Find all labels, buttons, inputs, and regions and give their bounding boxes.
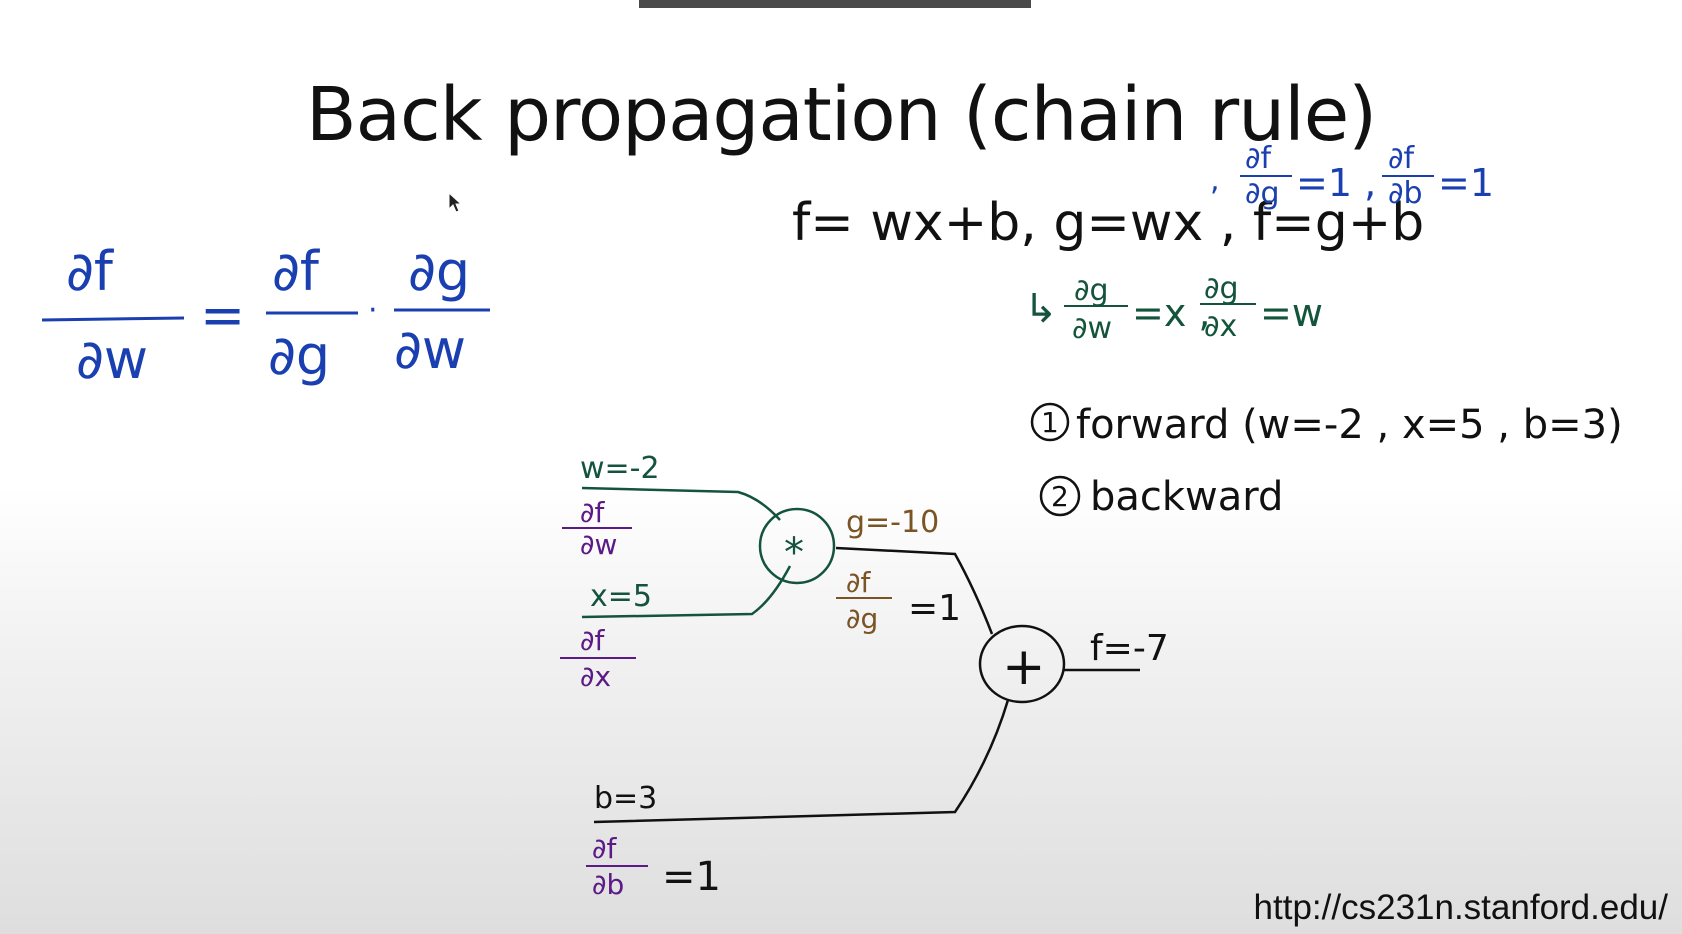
partials-top: , ∂f ∂g =1 , ∂f ∂b =1 <box>1210 141 1494 211</box>
footer-url: http://cs231n.stanford.edu/ <box>1253 888 1668 927</box>
dfdb-den: ∂b <box>592 868 624 901</box>
computation-graph: * + w=-2 x=5 b=3 g=-10 f=-7 ∂f ∂w ∂f ∂x … <box>560 451 1169 901</box>
svg-text:,: , <box>1210 163 1220 198</box>
dfdx-num: ∂f <box>580 624 605 657</box>
multiply-node <box>758 507 836 585</box>
partial-f-b-num: ∂f <box>1388 141 1416 176</box>
partial-g-x-val: =w <box>1260 291 1323 335</box>
dfdb-val: =1 <box>662 854 721 900</box>
svg-text:↳: ↳ <box>1024 286 1058 332</box>
step-1-number: 1 <box>1041 406 1059 439</box>
chain-lhs-numerator: ∂f <box>66 240 115 303</box>
chain-r1-denominator: ∂g <box>268 324 330 387</box>
chain-rule-equation: ∂f ∂w = ∂f ∂g · ∂g ∂w <box>41 240 490 391</box>
dfdg-den: ∂g <box>846 602 878 635</box>
add-node <box>978 624 1066 704</box>
multiply-symbol: * <box>784 530 804 576</box>
video-progress-bar[interactable] <box>639 0 1031 8</box>
chain-equals: = <box>200 284 245 347</box>
mouse-cursor-icon <box>448 192 463 213</box>
steps: 1 forward (w=-2 , x=5 , b=3) 2 backward <box>1030 402 1623 520</box>
partials-g: ↳ ∂g ∂w =x , ∂g ∂x =w <box>1024 271 1323 346</box>
chain-dot: · <box>368 293 378 328</box>
step-1-text: forward (w=-2 , x=5 , b=3) <box>1076 402 1623 448</box>
dfdw-den: ∂w <box>580 528 617 561</box>
dfdg-val: =1 <box>908 588 961 629</box>
chain-lhs-denominator: ∂w <box>76 328 148 391</box>
partial-g-x-den: ∂x <box>1204 309 1237 344</box>
step-2-number: 2 <box>1051 480 1069 513</box>
chain-r2-numerator: ∂g <box>408 240 470 303</box>
partial-g-x-num: ∂g <box>1204 271 1239 306</box>
dfdx-den: ∂x <box>580 660 611 693</box>
partial-f-b-den: ∂b <box>1388 176 1423 211</box>
dfdw-num: ∂f <box>580 496 605 529</box>
dfdb-num: ∂f <box>592 832 617 865</box>
b-input-label: b=3 <box>594 781 657 816</box>
g-value-label: g=-10 <box>846 505 939 540</box>
partial-g-w-val: =x , <box>1132 291 1211 335</box>
partial-f-b-val: =1 <box>1438 161 1494 205</box>
step-2-text: backward <box>1090 474 1283 520</box>
partial-f-g-num: ∂f <box>1245 141 1273 176</box>
slide-title: Back propagation (chain rule) <box>305 72 1377 158</box>
chain-r1-numerator: ∂f <box>272 240 321 303</box>
f-output-label: f=-7 <box>1090 628 1169 669</box>
chain-r2-denominator: ∂w <box>394 318 466 381</box>
partial-g-w-num: ∂g <box>1074 273 1109 308</box>
partial-f-g-den: ∂g <box>1245 176 1280 211</box>
x-input-label: x=5 <box>590 579 652 614</box>
add-symbol: + <box>1002 637 1046 697</box>
function-definition: f= wx+b, g=wx , f=g+b <box>792 193 1424 253</box>
partial-f-g-val: =1 , <box>1296 161 1376 205</box>
w-input-label: w=-2 <box>580 451 660 486</box>
partial-g-w-den: ∂w <box>1072 311 1112 346</box>
dfdg-num: ∂f <box>846 566 871 599</box>
